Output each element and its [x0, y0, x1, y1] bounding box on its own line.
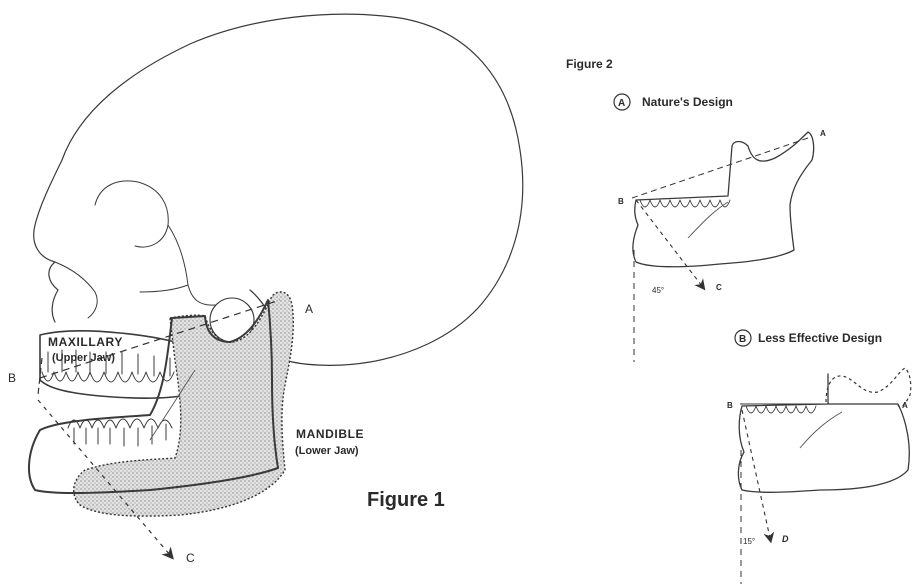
panel-b-axis — [800, 412, 842, 448]
figure-2: Figure 2 A Nature's Design A B C 45° B L… — [566, 57, 911, 584]
mandible-sub-label: (Lower Jaw) — [295, 445, 359, 457]
panel-a-point-a: A — [820, 129, 826, 138]
panel-a-point-b: B — [618, 197, 624, 206]
panel-a-ab-line — [632, 138, 808, 198]
panel-b-point-b: B — [727, 401, 733, 410]
panel-b-point-a: A — [902, 401, 908, 410]
figure-1-title: Figure 1 — [367, 489, 445, 511]
panel-b-badge-letter: B — [739, 334, 746, 345]
panel-a: A Nature's Design A B C 45° — [614, 94, 826, 362]
maxillary-label: MAXILLARY — [48, 335, 123, 349]
nasal-area — [55, 262, 97, 318]
panel-b-ramus-dashed — [826, 368, 911, 407]
point-b-label: B — [8, 371, 16, 385]
maxillary-sub-label: (Upper Jaw) — [52, 352, 115, 364]
panel-b-point-d: D — [782, 534, 789, 544]
figure-2-title: Figure 2 — [566, 57, 613, 71]
point-a-label: A — [305, 302, 313, 316]
panel-a-mandible — [633, 132, 814, 267]
panel-a-axis — [688, 202, 728, 238]
mandible-shifted — [74, 292, 294, 516]
panel-b: B Less Effective Design A B D 15° — [727, 330, 911, 584]
point-c-label: C — [186, 551, 195, 565]
lower-teeth — [68, 419, 172, 446]
figure-1: A B C MAXILLARY (Upper Jaw) MANDIBLE (Lo… — [8, 14, 523, 565]
cheekbone — [140, 225, 215, 305]
panel-a-point-c: C — [716, 283, 722, 292]
eye-socket — [95, 181, 168, 247]
panel-a-bc-line — [636, 200, 702, 286]
panel-b-mandible — [738, 374, 909, 492]
panel-b-teeth — [746, 406, 816, 413]
panel-b-caption: Less Effective Design — [758, 331, 882, 345]
panel-b-bd-line — [742, 410, 770, 538]
panel-b-angle: 15° — [743, 537, 755, 546]
panel-a-caption: Nature's Design — [642, 95, 733, 109]
mandible-label: MANDIBLE — [296, 427, 364, 441]
panel-a-badge-letter: A — [618, 98, 625, 109]
panel-a-angle: 45° — [652, 286, 664, 295]
panel-a-teeth — [640, 200, 730, 207]
